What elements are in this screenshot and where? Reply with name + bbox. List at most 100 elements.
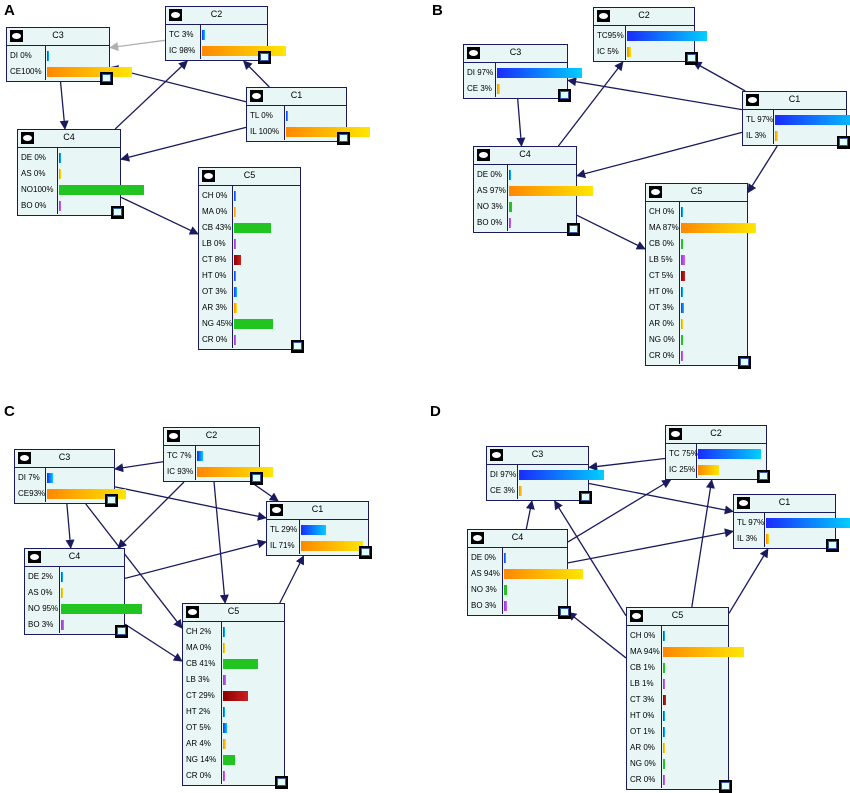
node-title: C1 xyxy=(788,94,801,104)
state-row: AS 97% xyxy=(474,183,593,199)
state-label: TC 7% xyxy=(167,451,192,460)
state-row: CB 41% xyxy=(183,656,284,672)
checkbox-icon[interactable] xyxy=(258,51,271,64)
node-shape-icon xyxy=(10,30,23,42)
node-shape-icon xyxy=(18,452,31,464)
node-divider xyxy=(696,444,697,478)
probability-bar xyxy=(681,287,683,297)
checkbox-icon[interactable] xyxy=(558,89,571,102)
node-divider xyxy=(773,110,774,144)
checkbox-icon[interactable] xyxy=(837,136,850,149)
probability-bar xyxy=(286,127,370,137)
probability-bar xyxy=(519,470,604,480)
state-row: DE 0% xyxy=(18,150,120,166)
node-states: TC95%IC 5% xyxy=(594,26,707,60)
state-row: LB 1% xyxy=(627,676,728,692)
checkbox-icon[interactable] xyxy=(291,340,304,353)
state-row: BO 3% xyxy=(25,617,124,633)
node-title: C1 xyxy=(778,497,791,507)
checkbox-icon[interactable] xyxy=(111,206,124,219)
checkbox-icon[interactable] xyxy=(558,606,571,619)
checkbox-icon[interactable] xyxy=(115,625,128,638)
node-header: C3 xyxy=(7,28,109,46)
edge-c3-to-c4 xyxy=(59,81,69,130)
probability-bar xyxy=(504,585,507,595)
checkbox-icon[interactable] xyxy=(738,356,751,369)
state-label: TL 97% xyxy=(746,115,774,124)
state-row: CE93% xyxy=(15,486,126,502)
node-title: C3 xyxy=(52,30,64,40)
probability-bar xyxy=(286,111,288,121)
checkbox-icon[interactable] xyxy=(685,52,698,65)
node-states: CH 0%MA 94%CB 1%LB 1%CT 3%HT 0%OT 1%AR 0… xyxy=(627,626,744,788)
checkbox-icon[interactable] xyxy=(757,470,770,483)
state-label: CE 3% xyxy=(467,84,492,93)
state-row: DI 0% xyxy=(7,48,109,64)
node-divider xyxy=(200,25,201,59)
node-shape-icon xyxy=(597,10,610,22)
edge-c4-to-c2 xyxy=(567,479,672,543)
state-label: IC 98% xyxy=(169,46,196,55)
probability-bar xyxy=(202,30,205,40)
checkbox-icon[interactable] xyxy=(579,491,592,504)
edge-c4-to-c1 xyxy=(567,528,734,564)
node-header: C3 xyxy=(464,45,567,63)
node-divider xyxy=(45,468,46,502)
checkbox-icon[interactable] xyxy=(275,776,288,789)
state-row: CH 0% xyxy=(199,188,300,204)
checkbox-icon[interactable] xyxy=(567,223,580,236)
node-shape-icon xyxy=(471,532,484,544)
state-row: OT 1% xyxy=(627,724,728,740)
state-row: IC 5% xyxy=(594,44,694,60)
state-label: DE 0% xyxy=(471,553,496,562)
state-label: NO100% xyxy=(21,185,54,194)
node-divider xyxy=(221,622,222,784)
checkbox-icon[interactable] xyxy=(826,539,839,552)
probability-bar xyxy=(681,351,683,361)
state-label: CT 5% xyxy=(649,271,674,280)
state-label: AS 0% xyxy=(28,588,53,597)
node-title: C2 xyxy=(710,428,722,438)
state-row: AR 3% xyxy=(199,300,300,316)
checkbox-icon[interactable] xyxy=(337,132,350,145)
edge-c1-to-c5 xyxy=(747,145,778,194)
checkbox-icon[interactable] xyxy=(105,494,118,507)
panel-letter-d: D xyxy=(430,403,441,420)
node-header: C4 xyxy=(25,549,124,567)
state-row: IC 93% xyxy=(164,464,273,480)
checkbox-icon[interactable] xyxy=(359,546,372,559)
checkbox-icon[interactable] xyxy=(719,780,732,793)
edge-c2-to-c1 xyxy=(250,481,279,502)
probability-bar xyxy=(509,170,511,180)
edge-c1-to-c4 xyxy=(576,131,743,179)
state-row: TC 75% xyxy=(666,446,766,462)
state-label: AR 0% xyxy=(649,319,674,328)
state-label: HT 2% xyxy=(186,707,211,716)
checkbox-icon[interactable] xyxy=(250,472,263,485)
checkbox-icon[interactable] xyxy=(100,72,113,85)
edge-c1-to-c3 xyxy=(567,77,743,111)
probability-bar xyxy=(47,67,132,77)
node-states: DE 0%AS 0%NO100%BO 0% xyxy=(18,148,144,214)
node-header: C4 xyxy=(468,530,567,548)
